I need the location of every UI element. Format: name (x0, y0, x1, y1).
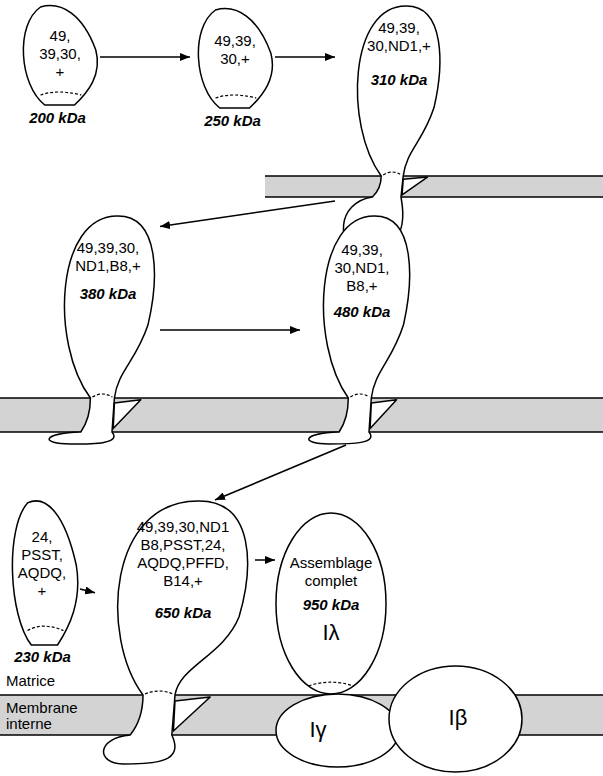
subunit-list: Assemblage complet (283, 554, 379, 590)
membrane-spike (173, 697, 210, 731)
subcomplex-outline (309, 216, 410, 444)
junction-line (145, 691, 173, 694)
assembly-arrow (80, 589, 95, 593)
junction-line (309, 682, 354, 686)
subunit-list: 49,39, 30,ND1,+ (359, 19, 439, 55)
mass-label: 230 kDa (5, 648, 80, 666)
junction-line (383, 172, 401, 175)
membrane-band (265, 176, 603, 197)
assembly-intermediate: 49, 39,30, + 200 kDa (15, 5, 100, 130)
mass-label: 650 kDa (133, 604, 233, 622)
mass-label: 480 kDa (312, 303, 412, 321)
subunit-list: 49,39, 30,+ (211, 32, 259, 68)
subunit-list: 49, 39,30, + (36, 27, 84, 81)
subcomplex-outline (343, 6, 439, 249)
subcomplex-outline (23, 6, 97, 105)
assembly-arrow (275, 56, 335, 58)
mass-label: 200 kDa (15, 109, 100, 127)
subunit-list: 49,39,30, ND1,B8,+ (63, 239, 153, 275)
membrane-edge (265, 196, 603, 198)
complex-arm: Assemblage complet 950 kDaIλ (275, 512, 387, 695)
mass-label: 950 kDa (281, 596, 381, 614)
assembly-intermediate: 24, PSST, AQDQ, + 230 kDa (5, 500, 80, 668)
subcomplex-outline (12, 501, 77, 645)
subcomplex-outline (49, 216, 154, 444)
subunit-list: 24, PSST, AQDQ, + (15, 528, 69, 600)
junction-line (28, 626, 64, 630)
junction-line (41, 92, 82, 95)
region-label: Membrane interne (6, 700, 91, 732)
subunit-list: 49,39,30,ND1 B8,PSST,24, AQDQ,PFFD, B14,… (128, 518, 238, 590)
assembly-arrow (160, 329, 300, 331)
assembly-arrow (160, 201, 335, 227)
assembly-arrow (215, 445, 346, 500)
complex-outline (389, 666, 522, 772)
junction-line (350, 394, 369, 397)
complex-outline (276, 513, 386, 694)
subunit-list: 49,39, 30,ND1, B8,+ (326, 241, 398, 295)
membrane-spike (402, 177, 427, 195)
node-outline (275, 693, 400, 768)
junction-line (216, 95, 257, 98)
complex-outline (276, 694, 399, 767)
membrane-spike (113, 400, 141, 429)
assembly-intermediate: 49,39,30,ND1 B8,PSST,24, AQDQ,PFFD, B14,… (95, 500, 255, 765)
mass-label: 250 kDa (190, 112, 275, 130)
module-label: Iλ (281, 620, 381, 646)
assembly-intermediate: 49,39, 30,ND1,+310 kDa (335, 5, 445, 250)
module-label: Iβ (433, 705, 483, 731)
mass-label: 380 kDa (58, 285, 158, 303)
subcomplex-outline (198, 9, 272, 108)
subcomplex-outline (104, 501, 248, 764)
assembly-intermediate: 49,39,30, ND1,B8,+ 380 kDa (40, 215, 160, 445)
module-label: Iγ (293, 717, 343, 743)
mass-label: 310 kDa (349, 71, 449, 89)
junction-line (92, 394, 112, 397)
complex-module: Iγ (275, 693, 400, 768)
assembly-arrow (255, 559, 275, 561)
assembly-arrow (100, 56, 190, 58)
assembly-intermediate: 49,39, 30,+ 250 kDa (190, 8, 275, 133)
region-label: Matrice (6, 673, 96, 689)
complex-module: Iβ (388, 665, 523, 773)
membrane-edge (265, 175, 603, 177)
membrane-spike (370, 400, 397, 429)
assembly-intermediate: 49,39, 30,ND1, B8,+ 480 kDa (300, 215, 415, 445)
